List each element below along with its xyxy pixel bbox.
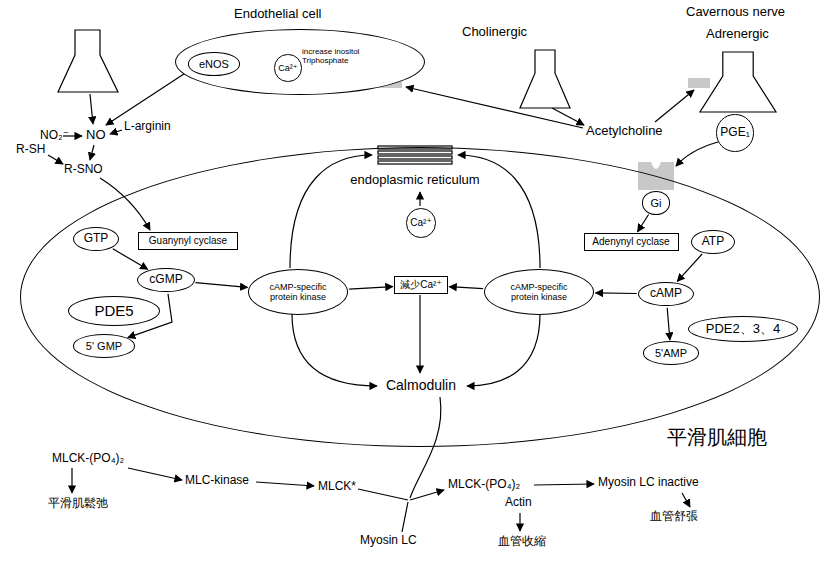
ion-circle: Ca²⁺ bbox=[274, 54, 301, 81]
enzyme-ellipse: eNOS bbox=[188, 52, 241, 75]
node-heading: Endothelial cell bbox=[234, 6, 321, 21]
node-label: PDE2、3、4 bbox=[706, 322, 780, 337]
text-label: 平滑肌鬆弛 bbox=[48, 497, 108, 511]
molecule-ellipse: GTP bbox=[73, 227, 119, 252]
node-heading: Cholinergic bbox=[462, 24, 527, 39]
text-label: MLCK-(PO₄)₂ bbox=[448, 478, 520, 492]
pathway-arrow bbox=[677, 254, 702, 281]
text-label: Calmodulin bbox=[386, 377, 456, 393]
node-label: Adenynyl cyclase bbox=[592, 236, 669, 248]
pathway-arrow bbox=[638, 215, 649, 232]
enzyme-ellipse: PDE2、3、4 bbox=[688, 316, 799, 342]
protein-ellipse: Gi bbox=[642, 191, 670, 214]
node-label: PGE₁ bbox=[720, 126, 749, 140]
enzyme-box: Guanynyl cyclase bbox=[138, 232, 238, 250]
nerve-outline bbox=[700, 52, 776, 112]
pathway-arrow bbox=[349, 287, 393, 290]
node-heading: 平滑肌細胞 bbox=[667, 424, 767, 451]
text-label: R-SH bbox=[16, 143, 45, 157]
nerve-terminal: Cholinergic bbox=[520, 50, 570, 108]
text-label: R-SNO bbox=[64, 163, 103, 177]
node-label: 減少Ca²⁺ bbox=[400, 279, 441, 291]
kinase-ellipse: cAMP-specific protein kinase bbox=[484, 269, 594, 315]
pathway-arrow bbox=[113, 249, 148, 269]
molecule-ellipse: cAMP bbox=[638, 282, 694, 307]
pathway-arrow bbox=[196, 283, 248, 288]
arrow-group bbox=[48, 30, 718, 532]
text-label: endoplasmic reticulum bbox=[350, 173, 479, 188]
text-label: 血管舒張 bbox=[650, 510, 698, 524]
node-label: eNOS bbox=[199, 58, 229, 71]
text-label: Actin bbox=[505, 496, 532, 510]
er-stack bbox=[378, 151, 452, 154]
node-label: ATP bbox=[702, 235, 724, 249]
text-label: 血管收縮 bbox=[498, 535, 546, 549]
text-label: Myosin LC inactive bbox=[598, 476, 699, 490]
molecule-ellipse: ATP bbox=[691, 230, 734, 255]
node-label: 5'AMP bbox=[655, 347, 687, 360]
node-label: Ca²⁺ bbox=[278, 63, 297, 73]
node-label: 5' GMP bbox=[86, 340, 122, 353]
pathway-arrow bbox=[596, 292, 637, 294]
nerve-terminal bbox=[58, 30, 118, 92]
node-label: cGMP bbox=[149, 273, 182, 287]
pathway-arrow bbox=[449, 287, 483, 289]
er-stack bbox=[378, 156, 452, 159]
text-label: NO bbox=[86, 128, 106, 143]
text-label: MLCK* bbox=[318, 480, 356, 494]
receptor bbox=[688, 78, 710, 88]
kinase-ellipse: cAMP-specific protein kinase bbox=[248, 269, 348, 315]
smooth-muscle-cell: 平滑肌細胞GiGTPGuanynyl cyclaseATPAdenynyl cy… bbox=[20, 147, 820, 447]
molecule-ellipse: 5' GMP bbox=[73, 334, 134, 357]
molecule-ellipse: cGMP bbox=[137, 268, 194, 293]
node-label: cAMP bbox=[650, 287, 682, 301]
molecule-ellipse: 5'AMP bbox=[643, 341, 699, 364]
text-label: L-arginin bbox=[124, 120, 171, 134]
node-label: Ca²⁺ bbox=[410, 217, 431, 229]
enzyme-ellipse: PDE5 bbox=[68, 296, 160, 325]
endothelial-cell: Endothelial celleNOSCa²⁺ bbox=[175, 29, 425, 95]
text-label: MLCK-(PO₄)₂ bbox=[52, 452, 124, 466]
text-label: NO₂⁻ bbox=[40, 129, 69, 143]
receptor bbox=[638, 162, 674, 190]
ion-circle: Ca²⁺ bbox=[406, 208, 435, 237]
node-label: cAMP-specific protein kinase bbox=[506, 282, 572, 303]
node-label: cAMP-specific protein kinase bbox=[265, 282, 331, 303]
er-stack bbox=[378, 161, 452, 164]
pathway-arrow bbox=[667, 308, 670, 340]
node-label: GTP bbox=[84, 232, 109, 246]
text-label: MLC-kinase bbox=[185, 474, 249, 488]
node-heading: Cavernous nerve bbox=[686, 4, 785, 19]
node-label: Gi bbox=[650, 197, 661, 210]
enzyme-box: Adenynyl cyclase bbox=[584, 233, 679, 251]
nerve-outline bbox=[520, 50, 570, 108]
node-heading: Adrenergic bbox=[706, 26, 769, 41]
text-label: Myosin LC bbox=[360, 534, 417, 548]
nerve-terminal: Cavernous nerveAdrenergic bbox=[700, 52, 776, 112]
ligand-circle: PGE₁ bbox=[716, 114, 753, 151]
text-label: Acetylcholine bbox=[586, 124, 663, 139]
text-label: increase inositol Triphosphate bbox=[302, 47, 378, 65]
calcium-box: 減少Ca²⁺ bbox=[394, 276, 447, 294]
node-label: Guanynyl cyclase bbox=[149, 235, 227, 247]
node-label: PDE5 bbox=[94, 302, 133, 319]
